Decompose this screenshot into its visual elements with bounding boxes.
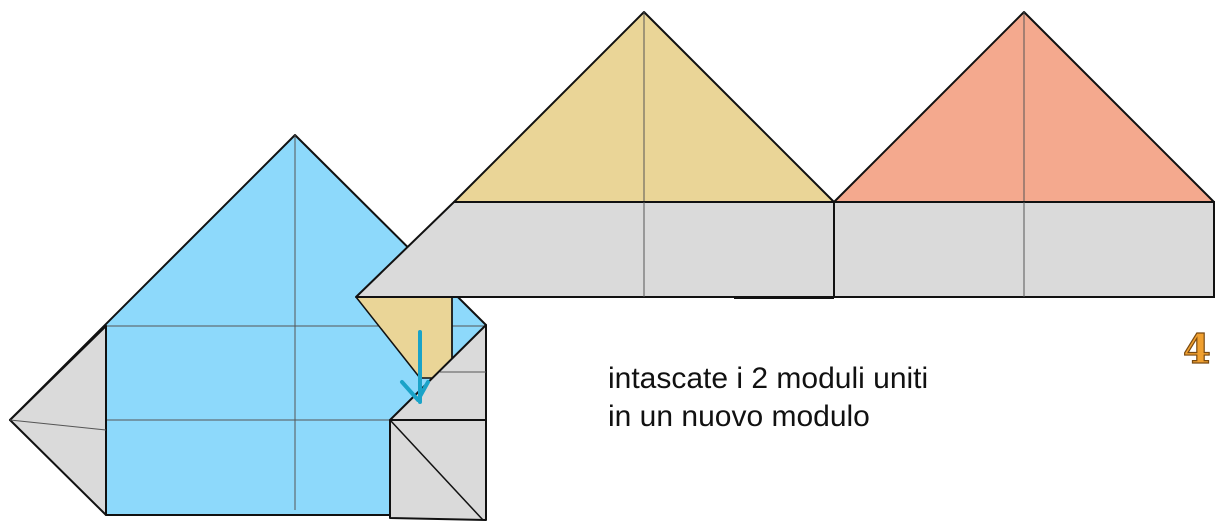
- step-number: 4: [1182, 325, 1211, 373]
- left-flap-crease: [9, 419, 107, 431]
- yellow-band: [355, 201, 835, 298]
- instruction-line-2: in un nuovo modulo: [608, 400, 870, 433]
- right-flap-diagonal: [389, 419, 484, 521]
- salmon-module: [833, 11, 1215, 298]
- instruction-text: intascate i 2 moduli uniti in un nuovo m…: [608, 360, 928, 436]
- instruction-line-1: intascate i 2 moduli uniti: [608, 362, 929, 395]
- blue-left-flap: [9, 325, 107, 516]
- arrow-down-icon: [400, 330, 430, 404]
- yellow-module: [355, 11, 835, 298]
